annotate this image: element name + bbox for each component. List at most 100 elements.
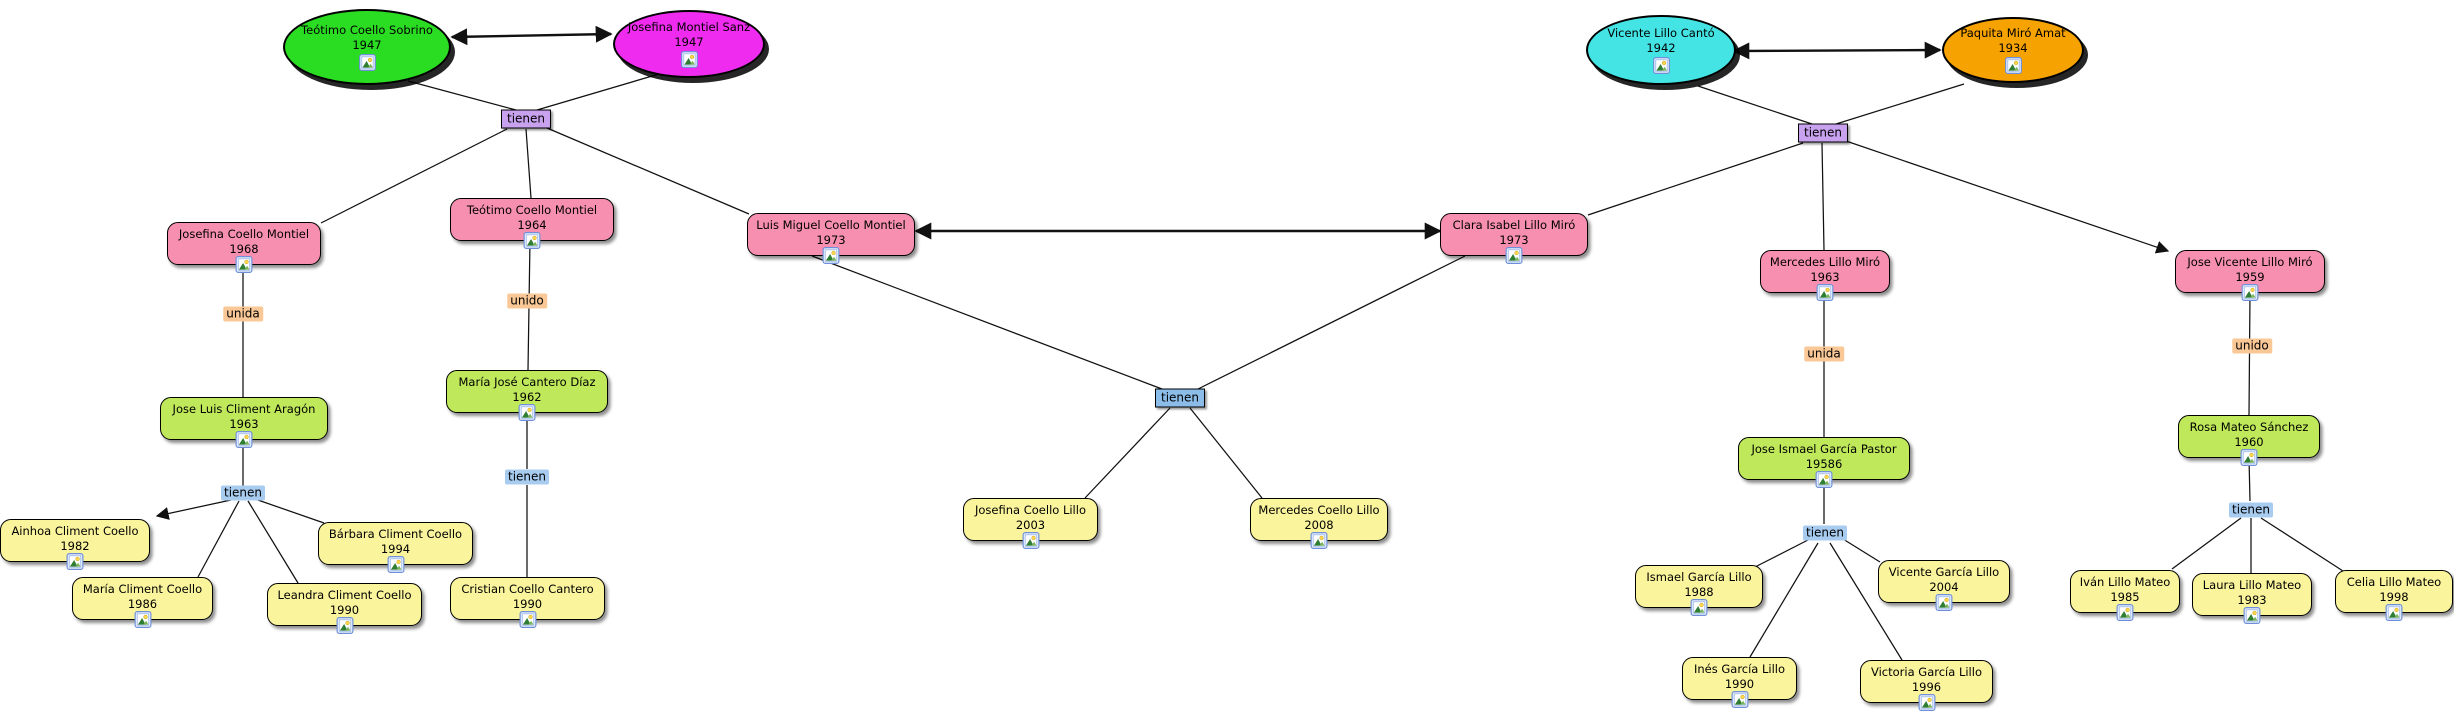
person-year: 1947 [674,35,704,49]
person-year: 1959 [2235,270,2265,285]
edge [1197,255,1466,390]
edge [1829,542,1903,661]
edge [1845,140,2170,254]
person-year: 1960 [2234,435,2264,450]
person-name: Luis Miguel Coello Montiel [756,218,906,232]
photo-icon [336,617,353,634]
photo-icon [518,404,536,421]
edge [2248,292,2251,416]
person-year: 1985 [2110,590,2140,605]
photo-icon [1310,532,1328,549]
relation-label-unido[interactable]: unido [507,293,547,309]
photo-icon [1690,599,1708,616]
photo-icon [2385,604,2403,621]
edge [1697,85,1813,125]
photo-icon [680,51,698,69]
relation-label-tienen[interactable]: tienen [1154,388,1206,408]
edge [1842,538,1881,563]
edge [1732,41,1942,60]
edge [811,255,1163,390]
relation-label-tienen[interactable]: tienen [500,109,552,129]
edge [546,127,750,215]
relation-label-unido[interactable]: unido [2232,338,2272,354]
photo-icon [1022,532,1039,549]
person-year: 1990 [329,603,360,618]
person-name: Bárbara Climent Coello [328,527,463,541]
edge [1084,407,1171,499]
relation-label-tienen[interactable]: tienen [1797,123,1849,143]
relation-label-tienen[interactable]: tienen [1802,525,1848,541]
person-year: 1983 [2237,593,2267,608]
person-name: Josefina Coello Montiel [178,227,310,241]
person-name: Leandra Climent Coello [277,588,412,602]
person-year: 2008 [1304,518,1334,533]
photo-icon [1815,471,1833,488]
edge [320,128,508,224]
photo-icon [2240,449,2258,466]
person-year: 1973 [816,233,846,248]
relation-label-tienen[interactable]: tienen [504,469,550,485]
person-year: 1982 [60,539,90,554]
edge [407,80,517,111]
person-name: Victoria García Lillo [1871,665,1982,679]
person-name: María Climent Coello [82,582,203,596]
edge [247,500,299,584]
relation-label-tienen[interactable]: tienen [2228,502,2274,518]
person-name: Laura Lillo Mateo [2202,578,2302,592]
person-year: 1996 [1911,680,1942,695]
person-name: Josefina Montiel Sanz [627,19,751,34]
edge [1587,142,1804,216]
photo-icon [235,431,253,448]
relation-label-unida[interactable]: unida [223,306,263,322]
person-name: Ainhoa Climent Coello [11,524,139,538]
person-year: 1973 [1499,233,1529,248]
relation-label-unida[interactable]: unida [1804,346,1844,362]
photo-icon [1816,284,1834,301]
person-year: 1986 [127,597,158,612]
person-name: Teótimo Coello Montiel [466,203,598,217]
person-name: Rosa Mateo Sánchez [2189,420,2309,434]
edge [2171,517,2242,570]
edge [1754,539,1809,568]
edge [254,498,325,524]
photo-icon [2004,57,2022,75]
photo-icon [2243,607,2261,624]
person-year: 1990 [1724,677,1755,692]
edge [525,128,532,199]
photo-icon [1918,694,1935,711]
person-name: Josefina Coello Lillo [975,503,1086,517]
relation-label-tienen[interactable]: tienen [220,485,266,501]
person-name: Mercedes Coello Lillo [1258,503,1380,517]
person-name: Jose Vicente Lillo Miró [2187,255,2313,269]
photo-icon [235,256,253,273]
person-year: 1947 [352,38,382,52]
